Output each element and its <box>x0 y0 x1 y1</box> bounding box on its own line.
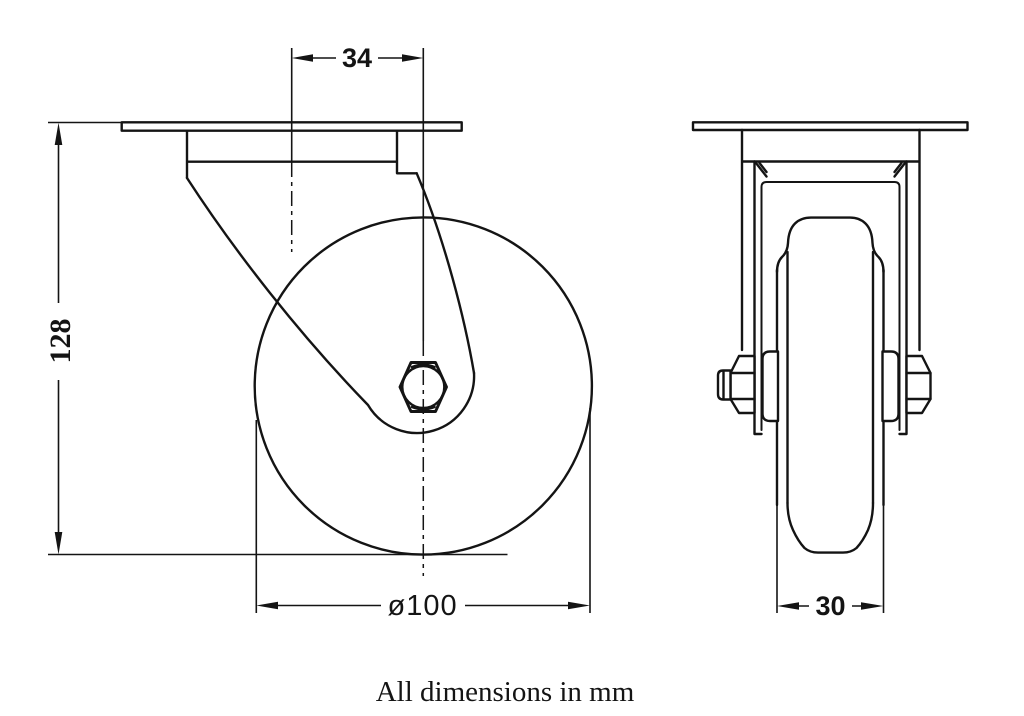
front-axle-nut-right <box>905 354 932 415</box>
dimensions-note: All dimensions in mm <box>376 676 635 708</box>
tire-tread-bottom <box>786 501 875 554</box>
front-hub-right <box>881 350 900 423</box>
dim-label-diameter: ø100 <box>388 590 458 622</box>
front-fork-chamfer-left <box>754 161 768 178</box>
dimension-swivel-offset: 34 <box>291 43 424 73</box>
front-hub-left <box>761 350 780 423</box>
side-swivel-housing <box>185 129 418 180</box>
side-view <box>48 48 594 576</box>
dimension-wheel-width: 30 <box>777 591 884 621</box>
front-tire <box>775 216 885 613</box>
dimension-wheel-diameter: ø100 <box>255 408 591 622</box>
tire-outer-sides <box>775 268 885 507</box>
tire-crown <box>775 216 885 274</box>
arrowhead-right <box>402 54 424 62</box>
dim-label-30: 30 <box>815 591 845 621</box>
arrowhead-right <box>861 602 884 610</box>
front-view <box>691 121 969 613</box>
arrowhead-down <box>54 532 63 555</box>
tire-inner-sides <box>786 250 875 505</box>
front-mounting-plate <box>691 121 969 132</box>
front-axle-nut-left <box>716 354 756 415</box>
width-extension-lines <box>776 505 885 613</box>
diameter-extension-lines <box>255 408 591 613</box>
side-fork-left-edge <box>185 176 476 435</box>
front-fork-outer <box>753 160 908 436</box>
arrowhead-up <box>54 122 63 145</box>
dim-label-128: 128 <box>44 319 77 364</box>
front-swivel-housing <box>740 128 921 352</box>
front-fork-chamfer-right <box>893 161 907 178</box>
arrowhead-left <box>291 54 313 62</box>
arrowhead-left <box>256 601 278 610</box>
arrowhead-left <box>777 602 799 610</box>
dimension-overall-height: 128 <box>44 122 77 555</box>
arrowhead-right <box>568 601 590 610</box>
side-fork-right-edge <box>415 172 476 375</box>
dim-label-34: 34 <box>342 43 372 73</box>
front-fork-inner <box>760 181 901 431</box>
